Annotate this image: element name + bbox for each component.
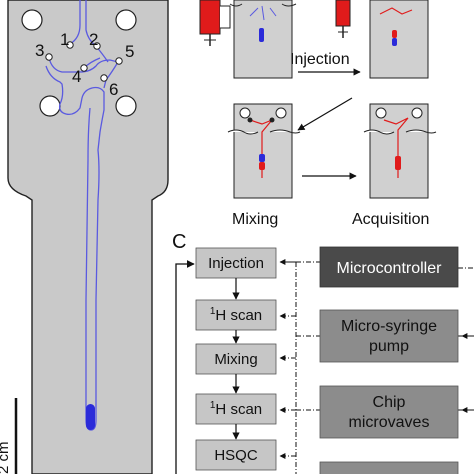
device-label-syringe-line1: Micro-syringe [341, 318, 437, 335]
step-box-injection [195, 247, 277, 279]
mounting-hole [115, 9, 137, 31]
port-label-3: 3 [35, 41, 44, 60]
port-1 [66, 41, 74, 49]
port-4 [80, 64, 88, 72]
device-label-syringe-line2: pump [369, 338, 409, 355]
mounting-hole [39, 95, 61, 117]
step-label-hsqc: HSQC [214, 447, 258, 464]
mounting-hole [115, 95, 137, 117]
sample-plug [86, 404, 95, 430]
port-label-2: 2 [89, 30, 98, 49]
device-box-chip-valves [319, 385, 459, 439]
device-box-partial [319, 461, 459, 474]
mini-chip-acquisition [363, 103, 437, 199]
step-label-h-scan-1: 1H scan [210, 306, 262, 324]
step-box-h-scan-1 [195, 299, 277, 331]
device-label-microcontroller: Microcontroller [337, 260, 443, 277]
step-label-mixing: Mixing [214, 351, 257, 368]
port-6 [100, 74, 108, 82]
device-box-microcontroller [319, 246, 459, 288]
port-2 [93, 42, 101, 50]
step-box-hsqc [195, 439, 277, 471]
port-3 [45, 53, 53, 61]
port-label-6: 6 [109, 80, 118, 99]
chip-body [7, 0, 169, 474]
chip-diagram: 1 2 3 4 5 6 2 cm [0, 0, 169, 474]
step-label-h-scan-2: 1H scan [210, 400, 262, 418]
device-label-valves-line1: Chip [373, 394, 406, 411]
mixing-label: Mixing [232, 211, 278, 228]
mini-chip-mixing [227, 103, 301, 199]
control-lines [295, 261, 474, 474]
scale-label: 2 cm [0, 441, 12, 474]
step-box-mixing [195, 343, 277, 375]
step-box-h-scan-2 [195, 393, 277, 425]
port-label-5: 5 [125, 42, 134, 61]
loop-line [175, 260, 195, 474]
acquisition-label: Acquisition [352, 211, 429, 228]
mini-chip-start [229, 0, 297, 79]
arrow-to-mixing [297, 97, 353, 131]
mounting-hole [21, 9, 43, 31]
panel-c-label: C [172, 231, 186, 253]
injection-label: Injection [290, 51, 350, 68]
port-label-1: 1 [60, 30, 69, 49]
syringe-icon [199, 0, 231, 46]
workflow-panel: Injection Mixing Acquisitio [199, 0, 437, 228]
control-panel: C Injection 1H scan Mixing 1H scan HSQC [172, 231, 474, 474]
port-5 [115, 57, 123, 65]
chip-ports [45, 41, 123, 82]
mini-chip-injected [369, 0, 429, 79]
device-label-valves-line2: microvaves [349, 414, 430, 431]
device-box-syringe-pump [319, 309, 459, 363]
port-label-4: 4 [72, 67, 81, 86]
step-label-injection: Injection [208, 255, 264, 272]
syringe-icon [335, 0, 351, 38]
